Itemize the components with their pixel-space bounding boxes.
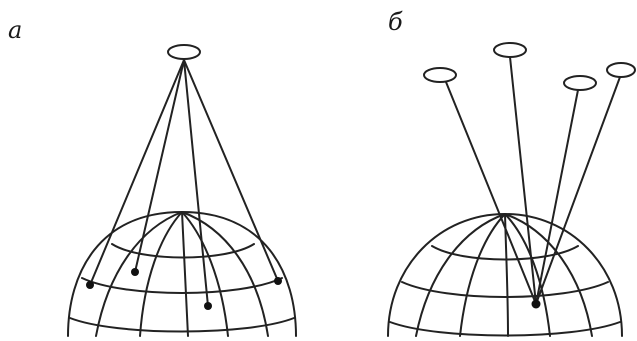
globe-a-parallel-3 — [70, 318, 294, 332]
ground-point — [532, 300, 541, 309]
satellite-icon — [607, 63, 635, 77]
globe-a-meridian-3 — [182, 212, 188, 336]
satellite-icon — [494, 43, 526, 57]
ground-point — [86, 281, 94, 289]
panel-b — [388, 43, 635, 336]
ground-point — [274, 277, 282, 285]
globe-b — [388, 214, 622, 336]
signal-line — [90, 60, 184, 285]
signal-line — [536, 77, 620, 304]
satellite-icon — [564, 76, 596, 90]
satellites-b — [424, 43, 635, 90]
signal-line — [184, 60, 208, 306]
globe-b-parallel-3 — [390, 322, 620, 336]
satellite-icon — [168, 45, 200, 59]
signal-line — [536, 90, 578, 304]
ground-points-a — [86, 268, 282, 310]
satellite-icon — [424, 68, 456, 82]
signal-line — [510, 57, 536, 304]
signal-lines-b — [446, 57, 620, 304]
globe-a-meridian-2 — [140, 212, 182, 336]
signal-line — [135, 60, 184, 272]
ground-point — [204, 302, 212, 310]
panel-a — [68, 45, 296, 336]
signal-line — [446, 82, 536, 304]
ground-point — [131, 268, 139, 276]
globe-a — [68, 212, 296, 336]
globe-b-meridian-2 — [460, 214, 505, 336]
